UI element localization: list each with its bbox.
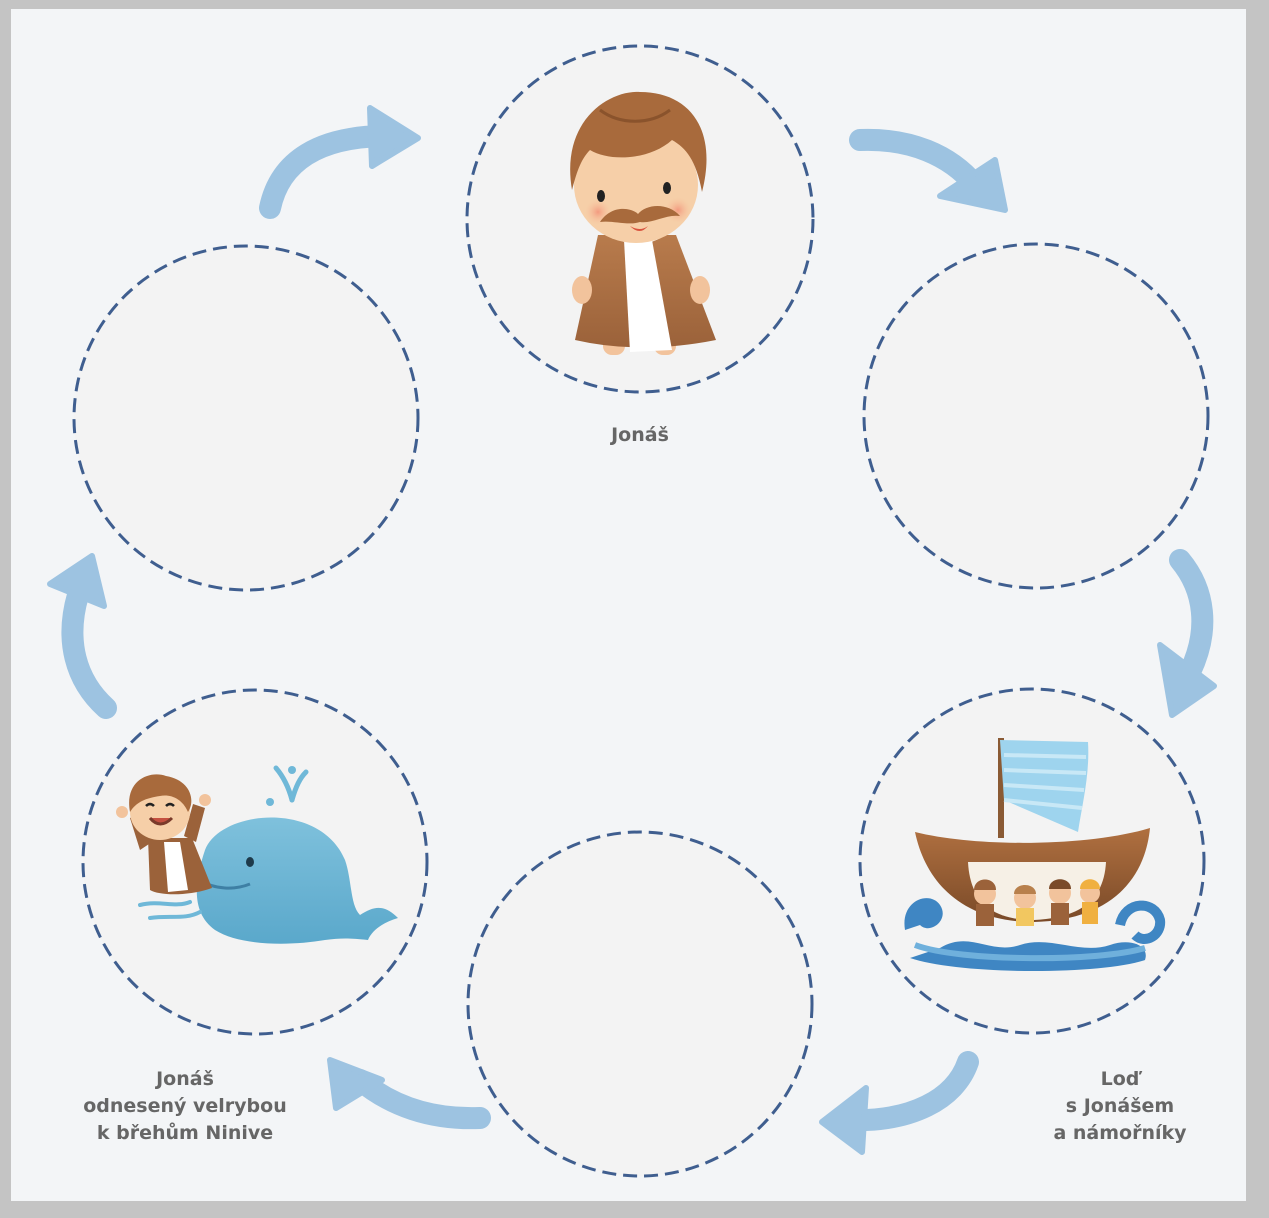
caption-bottom-right: Loď s Jonášem a námořníky: [1040, 1066, 1200, 1147]
caption-bottom-right-line-3: a námořníky: [1053, 1122, 1187, 1144]
caption-top: Jonáš: [590, 422, 690, 449]
arrow-bottom-right-to-bottom: [819, 1051, 979, 1155]
boat-illustration: [904, 738, 1166, 972]
circle-right: [862, 242, 1210, 590]
caption-bottom-right-line-1: Loď: [1100, 1068, 1140, 1090]
caption-bottom-left-line-1: Jonáš: [156, 1068, 214, 1090]
arrow-right-to-bottom-right: [1157, 549, 1217, 718]
caption-bottom-left: Jonáš odnesený velrybou k břehům Ninive: [80, 1066, 290, 1147]
jonah-figure-illustration: [570, 91, 716, 355]
caption-bottom-left-line-3: k břehům Ninive: [96, 1122, 274, 1144]
arrow-bottom-to-bottom-left: [327, 1057, 491, 1130]
caption-bottom-right-line-2: s Jonášem: [1065, 1095, 1175, 1117]
arrow-bottom-left-to-left: [47, 553, 117, 719]
circle-left: [72, 244, 420, 592]
caption-bottom-left-line-2: odnesený velrybou: [83, 1095, 287, 1117]
arrow-top-to-right: [849, 128, 1008, 213]
arrow-left-to-top: [259, 105, 421, 219]
whale-illustration: [116, 765, 398, 944]
caption-top-line-1: Jonáš: [611, 424, 669, 446]
circle-bottom: [466, 830, 814, 1178]
